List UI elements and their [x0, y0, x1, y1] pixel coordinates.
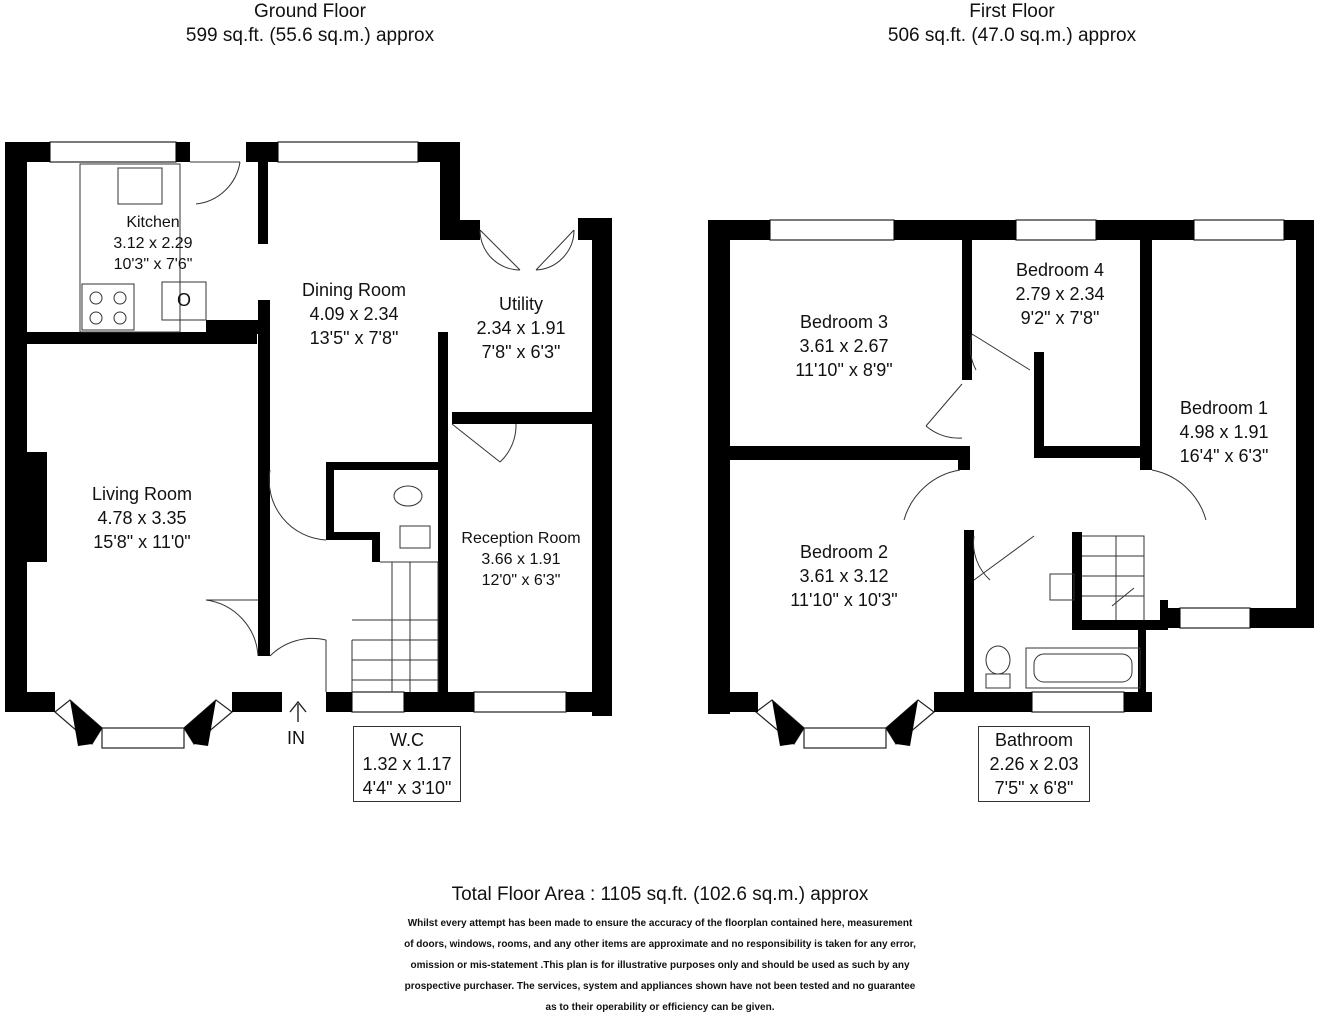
staircase	[351, 561, 439, 692]
bedroom1-window	[1193, 219, 1285, 241]
room-imperial: 16'4" x 6'3"	[1179, 446, 1269, 466]
first-staircase	[1082, 535, 1145, 620]
disclaimer-line: of doors, windows, rooms, and any other …	[404, 939, 916, 950]
disclaimer: Whilst every attempt has been made to en…	[360, 913, 960, 1018]
room-imperial: 15'8" x 11'0"	[93, 532, 191, 552]
front-door	[269, 637, 327, 692]
total-floor-area: Total Floor Area : 1105 sq.ft. (102.6 sq…	[451, 884, 869, 905]
room-label-bathroom: Bathroom 2.26 x 2.03 7'5" x 6'8"	[978, 726, 1090, 802]
room-label-reception: Reception Room 3.66 x 1.91 12'0" x 6'3"	[450, 528, 592, 591]
room-label-living: Living Room 4.78 x 3.35 15'8" x 11'0"	[62, 482, 222, 554]
room-imperial: 12'0" x 6'3"	[481, 572, 561, 589]
kitchen-window	[49, 141, 177, 163]
entrance-arrow-icon	[289, 700, 307, 722]
room-imperial: 7'8" x 6'3"	[481, 342, 561, 362]
bathroom-basin	[1049, 573, 1075, 601]
room-metric: 3.61 x 2.67	[799, 336, 889, 356]
room-name: Living Room	[91, 484, 193, 504]
room-metric: 3.66 x 1.91	[481, 551, 561, 568]
room-name: Bedroom 2	[799, 542, 889, 562]
room-label-bedroom2: Bedroom 2 3.61 x 3.12 11'10" x 10'3"	[774, 540, 914, 612]
kitchen-appliance-label: O	[176, 290, 191, 310]
room-metric: 2.34 x 1.91	[476, 318, 566, 338]
ground-floor-area: 599 sq.ft. (55.6 sq.m.) approx	[185, 25, 435, 46]
room-name: Dining Room	[301, 280, 407, 300]
kitchen-sink	[117, 167, 163, 205]
bedroom4-door	[969, 333, 1031, 371]
ground-floor-title: Ground Floor	[254, 1, 366, 22]
room-name: W.C	[390, 730, 424, 750]
bedroom3-window	[769, 219, 895, 241]
utility-french-doors	[479, 229, 575, 271]
disclaimer-line: prospective purchaser. The services, sys…	[404, 981, 916, 992]
room-label-utility: Utility 2.34 x 1.91 7'8" x 6'3"	[456, 292, 586, 364]
bedroom2-bay-window	[803, 727, 887, 749]
bedroom3-door	[925, 383, 963, 439]
room-metric: 4.78 x 3.35	[97, 508, 187, 528]
room-metric: 3.12 x 2.29	[113, 235, 193, 252]
room-label-dining: Dining Room 4.09 x 2.34 13'5" x 7'8"	[274, 278, 434, 350]
room-metric: 2.26 x 2.03	[989, 754, 1079, 774]
room-name: Reception Room	[461, 530, 581, 547]
bedroom1-rear-window	[1179, 607, 1251, 629]
wc-window	[351, 691, 405, 713]
room-name: Bathroom	[994, 730, 1074, 750]
room-name: Kitchen	[126, 214, 180, 231]
room-metric: 4.98 x 1.91	[1179, 422, 1269, 442]
first-floor-title: First Floor	[969, 1, 1055, 22]
room-metric: 2.79 x 2.34	[1015, 284, 1105, 304]
kitchen-worktop	[79, 163, 181, 333]
room-label-bedroom1: Bedroom 1 4.98 x 1.91 16'4" x 6'3"	[1156, 396, 1292, 468]
wc-toilet	[393, 485, 423, 507]
kitchen-appliance	[161, 281, 207, 321]
first-floor-area: 506 sq.ft. (47.0 sq.m.) approx	[887, 25, 1137, 46]
wc-basin	[399, 525, 431, 549]
room-label-bedroom4: Bedroom 4 2.79 x 2.34 9'2" x 7'8"	[990, 258, 1130, 330]
bedroom2-door	[903, 469, 961, 521]
room-name: Bedroom 4	[1015, 260, 1105, 280]
ground-floor-plan	[5, 141, 612, 749]
room-label-kitchen: Kitchen 3.12 x 2.29 10'3" x 7'6"	[98, 212, 208, 275]
room-metric: 1.32 x 1.17	[362, 754, 452, 774]
room-metric: 3.61 x 3.12	[799, 566, 889, 586]
living-door	[205, 599, 259, 657]
room-imperial: 11'10" x 8'9"	[795, 360, 893, 380]
room-name: Bedroom 1	[1179, 398, 1269, 418]
ground-walls	[5, 142, 612, 746]
ground-floor-header: Ground Floor 599 sq.ft. (55.6 sq.m.) app…	[150, 0, 470, 48]
room-name: Bedroom 3	[799, 312, 889, 332]
first-walls	[708, 220, 1314, 746]
room-imperial: 4'4" x 3'10"	[362, 778, 452, 798]
reception-door	[451, 423, 517, 463]
kitchen-door-swing	[190, 161, 241, 205]
disclaimer-line: omission or mis-statement .This plan is …	[410, 960, 910, 971]
first-floor-plan	[708, 219, 1314, 749]
hall-door	[268, 469, 327, 541]
bedroom1-door	[1151, 469, 1207, 521]
room-label-wc: W.C 1.32 x 1.17 4'4" x 3'10"	[353, 726, 461, 802]
first-floor-header: First Floor 506 sq.ft. (47.0 sq.m.) appr…	[852, 0, 1172, 48]
bathroom-door	[973, 535, 1035, 581]
reception-window	[473, 691, 567, 713]
room-name: Utility	[499, 294, 543, 314]
living-bay-window	[101, 727, 185, 749]
room-imperial: 7'5" x 6'8"	[994, 778, 1074, 798]
room-imperial: 11'10" x 10'3"	[790, 590, 898, 610]
bedroom4-window	[1015, 219, 1097, 241]
room-label-bedroom3: Bedroom 3 3.61 x 2.67 11'10" x 8'9"	[774, 310, 914, 382]
kitchen-hob	[81, 283, 135, 331]
room-imperial: 13'5" x 7'8"	[309, 328, 399, 348]
disclaimer-line: Whilst every attempt has been made to en…	[407, 918, 913, 929]
room-imperial: 9'2" x 7'8"	[1020, 308, 1100, 328]
bath	[1025, 647, 1141, 689]
entrance-label: IN	[287, 728, 305, 748]
room-imperial: 10'3" x 7'6"	[113, 256, 193, 273]
bathroom-window	[1031, 691, 1125, 713]
room-metric: 4.09 x 2.34	[309, 304, 399, 324]
dining-window	[277, 141, 419, 163]
bathroom-toilet	[985, 645, 1011, 675]
